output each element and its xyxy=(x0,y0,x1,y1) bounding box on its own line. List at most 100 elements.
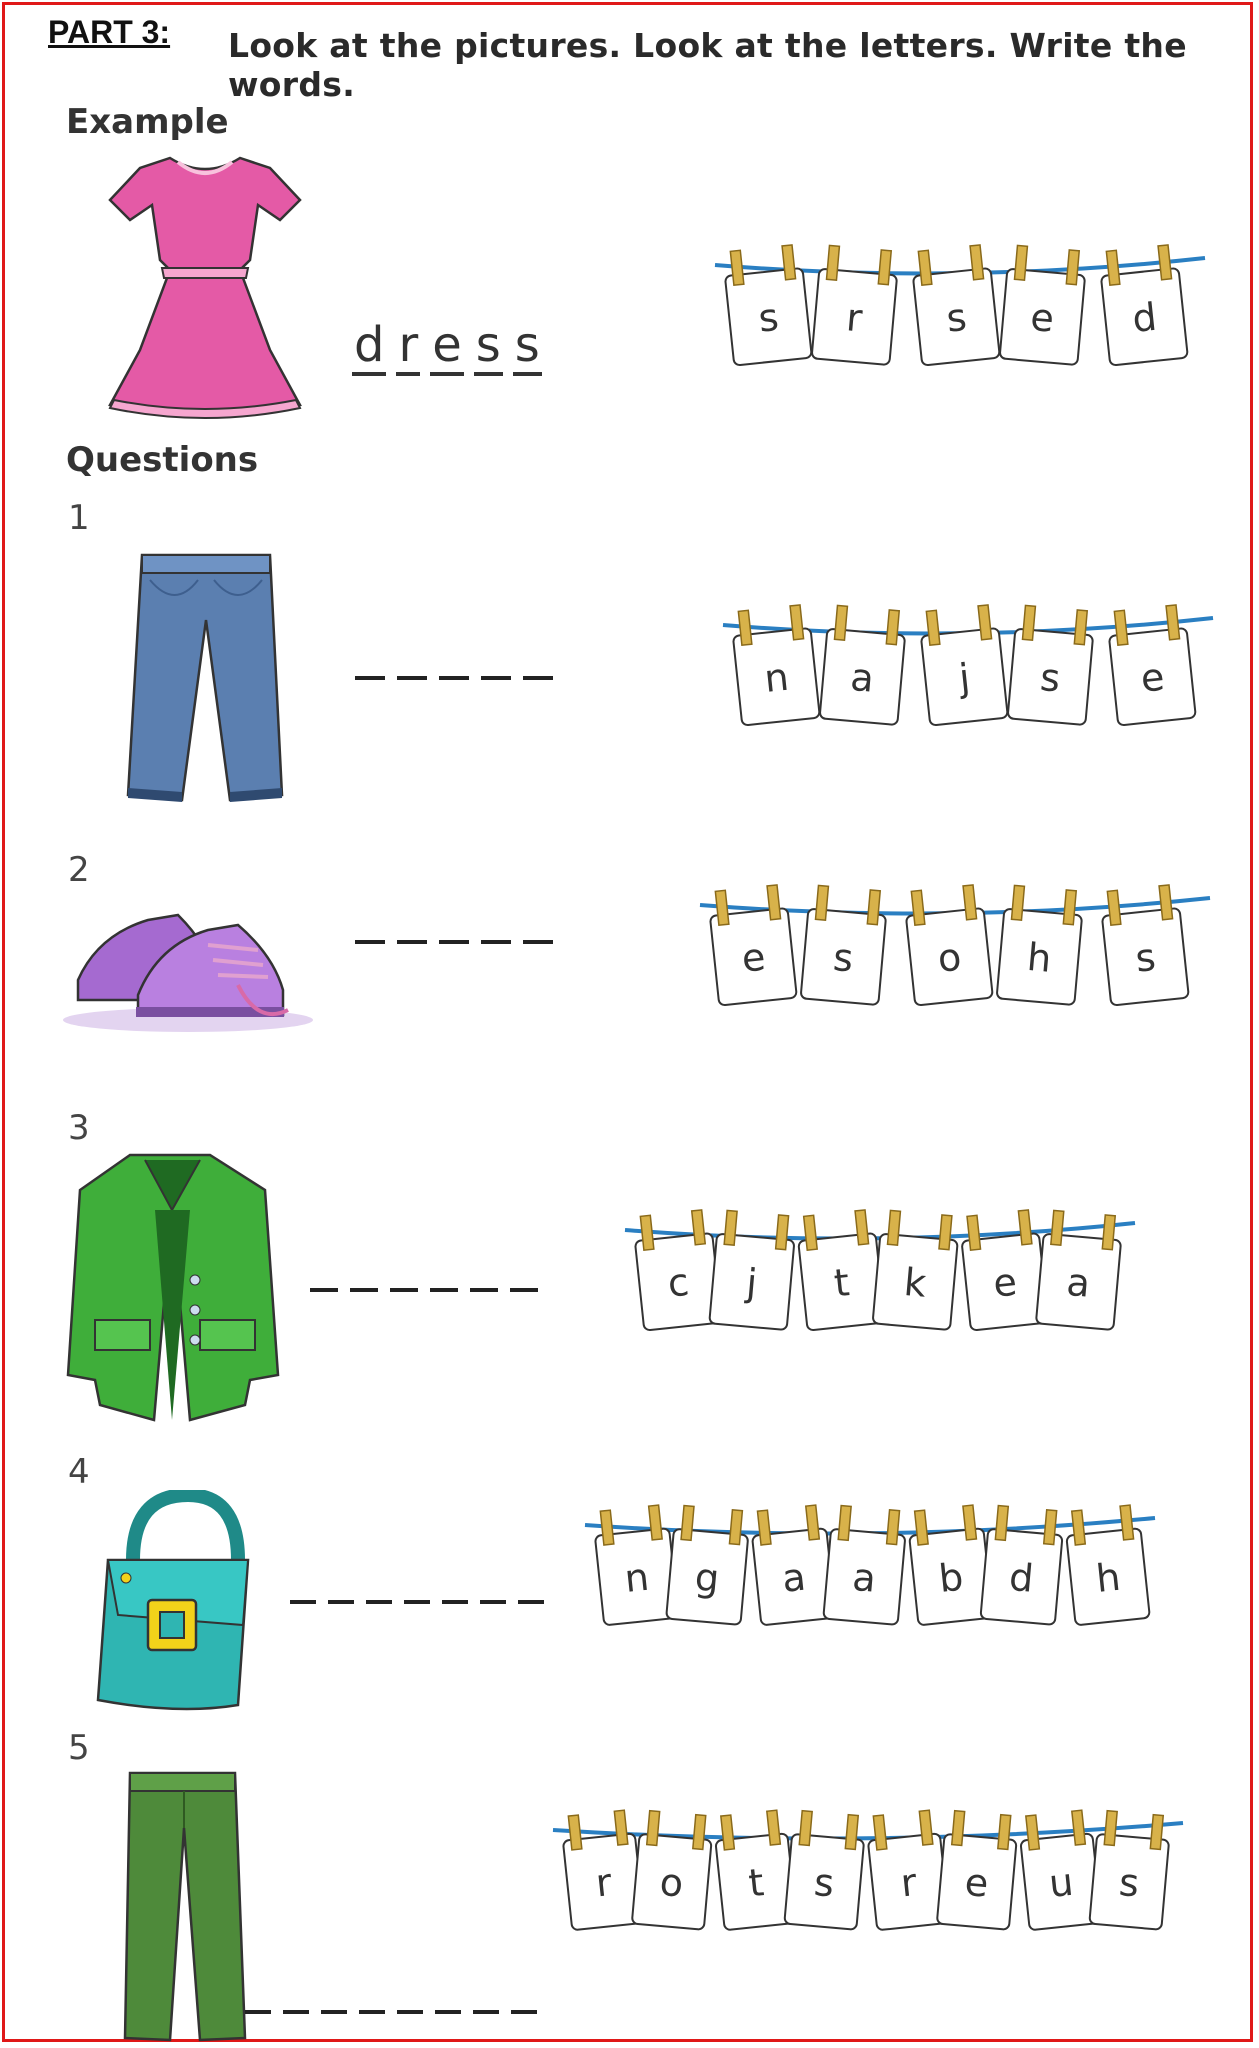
blank[interactable] xyxy=(355,940,385,944)
clothes-peg-icon xyxy=(737,609,753,647)
clothes-peg-icon xyxy=(913,1509,929,1546)
clothes-peg-icon xyxy=(680,1504,695,1542)
answer-blanks[interactable] xyxy=(355,676,553,680)
card-paper xyxy=(724,267,813,367)
example-answer: d r e s s xyxy=(352,318,542,376)
clothes-peg-icon xyxy=(1010,884,1026,921)
blank[interactable] xyxy=(481,676,511,680)
blank[interactable] xyxy=(310,1288,338,1292)
blank[interactable] xyxy=(473,2010,499,2014)
card-letter: a xyxy=(780,1555,808,1601)
blank[interactable] xyxy=(430,1288,458,1292)
example-letter: e xyxy=(430,318,464,376)
card-paper xyxy=(811,268,898,366)
clothes-peg-icon xyxy=(917,249,933,287)
clothes-peg-icon xyxy=(774,1214,790,1251)
blank[interactable] xyxy=(328,1600,354,1604)
clothes-peg-icon xyxy=(950,1809,966,1847)
blank[interactable] xyxy=(397,940,427,944)
card-paper xyxy=(1035,1233,1122,1331)
blank[interactable] xyxy=(350,1288,378,1292)
blank[interactable] xyxy=(359,2010,385,2014)
card-paper xyxy=(822,1528,906,1626)
card-letter: a xyxy=(849,655,876,701)
clothes-peg-icon xyxy=(1042,1508,1058,1546)
clothes-peg-icon xyxy=(729,249,745,287)
blank[interactable] xyxy=(510,1288,538,1292)
answer-blanks[interactable] xyxy=(355,940,553,944)
shoes-icon xyxy=(63,913,313,1032)
card-paper xyxy=(1007,628,1094,726)
blank[interactable] xyxy=(366,1600,392,1604)
card-letter: e xyxy=(991,1260,1019,1306)
clothes-peg-icon xyxy=(1073,609,1089,646)
clothes-peg-icon xyxy=(1021,604,1037,641)
questions-heading: Questions xyxy=(66,440,259,480)
blank[interactable] xyxy=(245,2010,271,2014)
example-heading: Example xyxy=(66,102,229,142)
letter-card: s xyxy=(1007,604,1094,726)
card-paper xyxy=(709,907,798,1007)
blank[interactable] xyxy=(283,2010,309,2014)
clothes-peg-icon xyxy=(567,1814,583,1851)
card-letter: r xyxy=(899,1860,920,1905)
clothes-peg-icon xyxy=(938,1214,953,1251)
blank[interactable] xyxy=(523,676,553,680)
clothes-peg-icon xyxy=(885,609,901,646)
clothes-peg-icon xyxy=(1065,249,1081,286)
card-paper xyxy=(1065,1527,1151,1626)
card-letter: s xyxy=(1133,935,1157,981)
letter-card: s xyxy=(1088,1809,1170,1931)
card-letter: a xyxy=(851,1555,878,1601)
blank[interactable] xyxy=(397,2010,423,2014)
blank[interactable] xyxy=(435,2010,461,2014)
letter-card: r xyxy=(867,1809,950,1931)
clothes-peg-icon xyxy=(1013,244,1029,281)
blank[interactable] xyxy=(355,676,385,680)
clothes-peg-icon xyxy=(1158,884,1174,921)
blank[interactable] xyxy=(470,1288,498,1292)
blank[interactable] xyxy=(439,940,469,944)
card-letter: j xyxy=(744,1260,759,1305)
card-letter: d xyxy=(1007,1555,1035,1601)
blank[interactable] xyxy=(404,1600,430,1604)
answer-blanks[interactable] xyxy=(290,1600,544,1604)
answer-blanks[interactable] xyxy=(310,1288,538,1292)
clothes-peg-icon xyxy=(1165,604,1181,641)
blank[interactable] xyxy=(523,940,553,944)
clothes-peg-icon xyxy=(798,1809,813,1847)
card-letter: o xyxy=(936,935,964,981)
letter-card: j xyxy=(920,604,1009,727)
card-letter: d xyxy=(1130,295,1159,341)
blank[interactable] xyxy=(481,940,511,944)
blank[interactable] xyxy=(321,2010,347,2014)
card-letter: s xyxy=(1117,1860,1141,1906)
letter-card: e xyxy=(709,884,798,1007)
clothes-peg-icon xyxy=(977,604,993,641)
answer-blanks[interactable] xyxy=(245,2010,537,2014)
card-letter: k xyxy=(902,1260,928,1306)
blank[interactable] xyxy=(397,676,427,680)
clothes-peg-icon xyxy=(789,604,805,641)
blank[interactable] xyxy=(511,2010,537,2014)
clothes-peg-icon xyxy=(756,1509,772,1546)
clothes-peg-icon xyxy=(962,1504,978,1541)
blank[interactable] xyxy=(480,1600,506,1604)
blank[interactable] xyxy=(290,1600,316,1604)
card-paper xyxy=(920,627,1009,727)
blank[interactable] xyxy=(439,676,469,680)
clothes-peg-icon xyxy=(825,244,841,281)
blank[interactable] xyxy=(518,1600,544,1604)
blank[interactable] xyxy=(390,1288,418,1292)
card-letter: s xyxy=(944,295,968,341)
letter-card: e xyxy=(936,1809,1018,1931)
jacket-icon xyxy=(66,1153,280,1422)
clothes-peg-icon xyxy=(647,1504,663,1541)
question-number: 5 xyxy=(68,1728,90,1768)
card-letter: b xyxy=(937,1555,966,1601)
clothes-peg-icon xyxy=(766,884,782,921)
question-number: 3 xyxy=(68,1108,90,1148)
card-letter: r xyxy=(845,295,865,340)
blank[interactable] xyxy=(442,1600,468,1604)
